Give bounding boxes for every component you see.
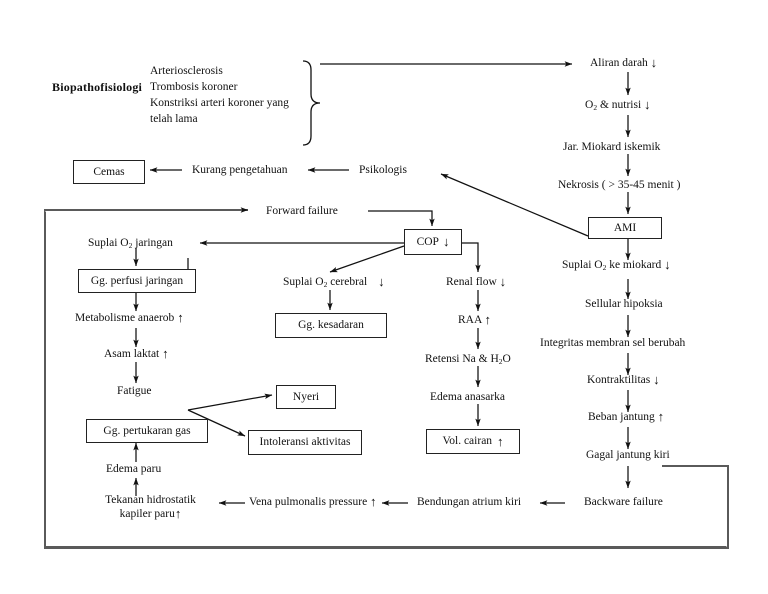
node-vena-pulmonalis-label: Vena pulmonalis pressure <box>249 496 368 508</box>
page-title: Biopathofisiologi <box>52 80 143 94</box>
node-jar-miokard-iskemik: Jar. Miokard iskemik <box>563 141 661 153</box>
node-vol-cairan: Vol. cairan ↑ <box>426 429 520 454</box>
node-o2-nutrisi: O2 & nutrisi ↓ <box>585 98 651 112</box>
arrow-down-glyph: ↓ <box>650 55 658 70</box>
node-metabolisme-anaerob: Metabolisme anaerob ↑ <box>75 311 184 325</box>
node-gagal-jantung-kiri: Gagal jantung kiri <box>586 449 670 461</box>
arrow-down-glyph: ↓ <box>499 274 507 289</box>
node-cop: COP ↓ <box>404 229 462 255</box>
node-intoleransi-aktivitas: Intoleransi aktivitas <box>248 430 362 455</box>
node-edema-anasarka: Edema anasarka <box>430 391 506 403</box>
node-kontraktilitas-label: Kontraktilitas <box>587 374 651 386</box>
node-ami: AMI <box>588 217 662 239</box>
node-gg-kesadaran: Gg. kesadaran <box>275 313 387 338</box>
node-asam-laktat: Asam laktat ↑ <box>104 347 169 361</box>
node-suplai-o2-cerebral-label-post: cerebral <box>327 276 368 288</box>
node-suplai-o2-jaringan-label-pre: Suplai O <box>88 237 129 249</box>
node-suplai-o2-cerebral: Suplai O2 cerebral ↓ <box>283 275 385 289</box>
node-vena-pulmonalis-pressure: Vena pulmonalis pressure ↑ <box>249 495 377 509</box>
node-nyeri: Nyeri <box>276 385 336 409</box>
node-nekrosis: Nekrosis ( > 35-45 menit ) <box>558 179 681 191</box>
arrow-up-glyph: ↑ <box>484 312 492 327</box>
arrow-up-glyph: ↑ <box>162 346 169 361</box>
arrow-up-glyph: ↑ <box>174 506 182 522</box>
node-suplai-o2-miokard-label-pre: Suplai O <box>562 259 603 271</box>
node-kontraktilitas: Kontraktilitas ↓ <box>587 373 660 387</box>
node-fatigue: Fatigue <box>117 385 152 397</box>
node-suplai-o2-miokard: Suplai O2 ke miokard ↓ <box>562 258 671 272</box>
node-o2-nutrisi-label-post: & nutrisi <box>597 99 642 111</box>
arrow-up-glyph: ↑ <box>657 409 665 424</box>
arrow-down-glyph: ↓ <box>644 97 651 112</box>
node-asam-laktat-label: Asam laktat <box>104 348 160 360</box>
subscript-2: 2 <box>602 263 607 272</box>
node-vol-cairan-label: Vol. cairan <box>442 435 493 448</box>
node-raa: RAA ↑ <box>458 313 491 327</box>
subscript-2: 2 <box>323 280 328 289</box>
node-backware-failure: Backware failure <box>584 496 663 508</box>
node-suplai-o2-cerebral-label-pre: Suplai O <box>283 276 324 288</box>
node-metabolisme-anaerob-label: Metabolisme anaerob <box>75 312 175 324</box>
node-aliran-darah-label: Aliran darah <box>590 57 648 69</box>
subscript-2: 2 <box>498 357 503 366</box>
node-renal-flow-label: Renal flow <box>446 276 497 288</box>
node-tekanan-hidrostatik-label: Tekanan hidrostatik kapiler paru <box>105 494 196 521</box>
subscript-2: 2 <box>128 241 133 250</box>
node-sellular-hipoksia: Sellular hipoksia <box>585 298 663 310</box>
node-kurang-pengetahuan: Kurang pengetahuan <box>192 164 288 176</box>
node-beban-jantung: Beban jantung ↑ <box>588 410 664 424</box>
node-gg-perfusi-jaringan: Gg. perfusi jaringan <box>78 269 196 293</box>
subscript-2: 2 <box>593 103 598 112</box>
node-psikologis: Psikologis <box>359 164 407 176</box>
node-cemas: Cemas <box>73 160 145 184</box>
node-tekanan-hidrostatik: Tekanan hidrostatik kapiler paru↑ <box>88 493 213 522</box>
node-gg-pertukaran-gas: Gg. pertukaran gas <box>86 419 208 443</box>
node-retensi-label-post: O <box>502 353 511 365</box>
node-bendungan-atrium-kiri: Bendungan atrium kiri <box>417 496 522 508</box>
node-beban-jantung-label: Beban jantung <box>588 411 655 423</box>
arrow-down-glyph: ↓ <box>378 274 385 289</box>
node-retensi-na-h2o: Retensi Na & H2O <box>425 352 511 366</box>
node-suplai-o2-miokard-label-post: ke miokard <box>606 259 662 271</box>
node-aliran-darah: Aliran darah ↓ <box>590 56 657 70</box>
arrow-down-glyph: ↓ <box>664 257 671 272</box>
node-suplai-o2-jaringan-label-post: jaringan <box>132 237 173 249</box>
node-o2-nutrisi-label-pre: O <box>585 99 594 111</box>
node-retensi-label-pre: Retensi Na & H <box>425 353 499 365</box>
arrow-up-glyph: ↑ <box>370 494 377 509</box>
etiology-list: Arteriosclerosis Trombosis koroner Konst… <box>150 65 289 125</box>
arrow-down-glyph: ↓ <box>653 372 660 387</box>
node-renal-flow: Renal flow ↓ <box>446 275 506 289</box>
node-edema-paru: Edema paru <box>106 463 162 475</box>
node-cop-label: COP <box>416 235 439 248</box>
arrow-up-glyph: ↑ <box>177 310 184 325</box>
node-forward-failure: Forward failure <box>266 205 338 217</box>
node-suplai-o2-jaringan: Suplai O2 jaringan <box>88 236 173 250</box>
node-raa-label: RAA <box>458 314 482 326</box>
node-integritas-membran: Integritas membran sel berubah <box>540 337 686 349</box>
